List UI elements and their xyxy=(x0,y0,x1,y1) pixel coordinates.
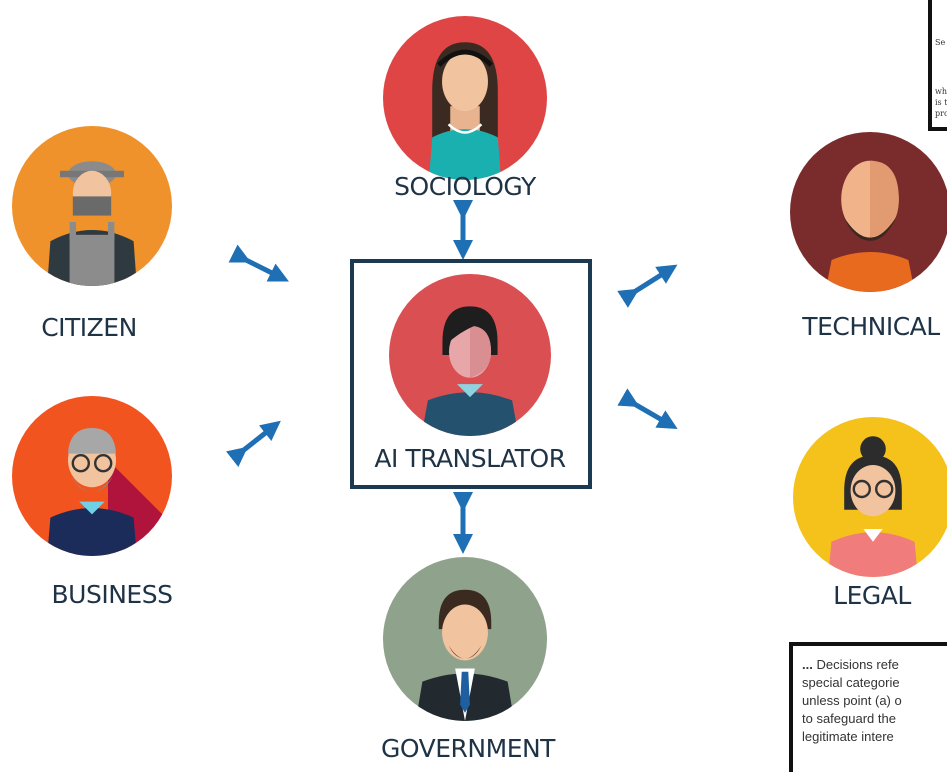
doc-bottom-line: to safeguard the xyxy=(802,711,896,726)
doc-bottom-line: unless point (a) o xyxy=(802,693,902,708)
doc-top-line: pro xyxy=(935,109,947,118)
government-avatar xyxy=(383,557,547,721)
doc-bottom-line: ... Decisions refe xyxy=(802,657,899,672)
document-excerpt-top: Se wh is t pro xyxy=(928,0,947,131)
doc-bottom-line: legitimate intere xyxy=(802,729,894,744)
arrow-citizen xyxy=(228,244,289,282)
technical-avatar xyxy=(790,132,947,292)
ai-translator-avatar xyxy=(389,274,551,436)
doc-top-line: Se xyxy=(935,38,946,47)
document-excerpt-bottom: ... Decisions refe special categorie unl… xyxy=(789,642,947,772)
doc-top-line: is t xyxy=(935,98,947,107)
arrow-business xyxy=(225,420,281,468)
doc-top-line: wh xyxy=(935,87,947,96)
ai-translator-label: AI TRANSLATOR xyxy=(374,444,566,473)
arrow-technical xyxy=(617,264,678,308)
arrow-legal xyxy=(617,388,678,430)
legal-label: LEGAL xyxy=(833,581,911,610)
doc-bottom-line: special categorie xyxy=(802,675,900,690)
business-label: BUSINESS xyxy=(51,580,173,609)
legal-avatar xyxy=(793,417,947,577)
business-avatar xyxy=(12,396,172,556)
technical-label: TECHNICAL xyxy=(802,312,940,341)
government-label: GOVERNMENT xyxy=(381,734,555,763)
citizen-avatar xyxy=(12,126,172,286)
sociology-label: SOCIOLOGY xyxy=(394,172,536,201)
citizen-label: CITIZEN xyxy=(41,313,137,342)
sociology-avatar xyxy=(383,16,547,180)
